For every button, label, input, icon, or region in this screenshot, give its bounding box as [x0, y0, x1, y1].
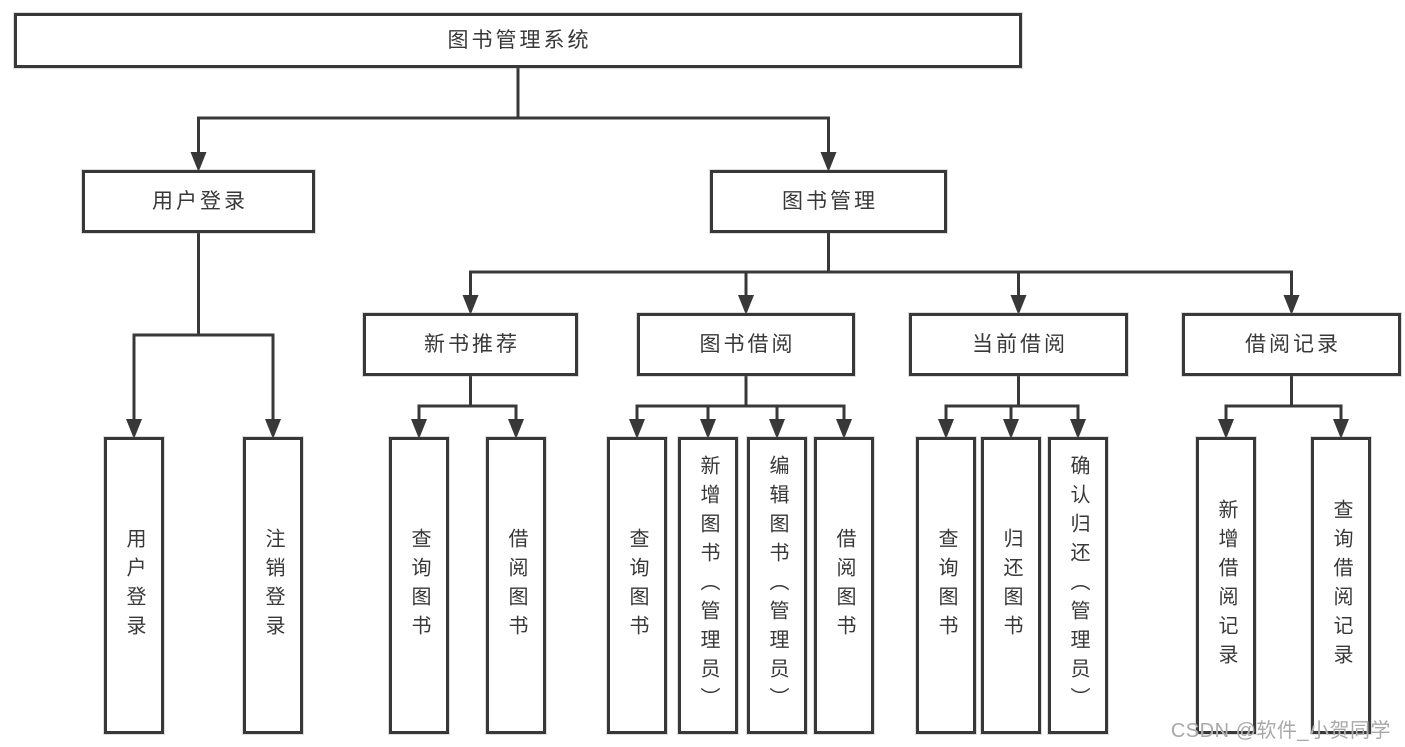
arrowhead-icon — [508, 419, 524, 439]
arrowhead-icon — [1283, 295, 1300, 315]
node-user-login: 用户登录 — [82, 170, 315, 233]
node-book-management: 图书管理 — [710, 170, 947, 233]
node-borrow-books-a: 借阅图书 — [486, 437, 546, 734]
node-return-books-label: 归还图书 — [1000, 527, 1022, 644]
node-query-books-b-label: 查询图书 — [626, 527, 648, 644]
arrowhead-icon — [769, 419, 785, 439]
node-query-borrow-record: 查询借阅记录 — [1311, 437, 1371, 734]
node-new-book-recommend-label: 新书推荐 — [424, 332, 520, 356]
node-query-books-a-label: 查询图书 — [408, 527, 430, 644]
node-book-borrowing-label: 图书借阅 — [699, 332, 796, 356]
node-user-login-label: 用户登录 — [152, 189, 248, 213]
node-query-borrow-record-label: 查询借阅记录 — [1330, 498, 1352, 673]
arrowhead-icon — [1333, 419, 1349, 439]
node-borrowing-records-label: 借阅记录 — [1245, 332, 1341, 356]
arrowhead-icon — [820, 152, 837, 172]
arrowhead-icon — [1010, 295, 1027, 315]
arrowhead-icon — [836, 419, 852, 439]
node-add-borrow-record: 新增借阅记录 — [1196, 437, 1256, 734]
node-system-label: 图书管理系统 — [447, 28, 592, 52]
node-add-books-admin: 新增图书（管理员） — [678, 437, 738, 734]
node-query-books-c-label: 查询图书 — [935, 527, 957, 644]
arrowhead-icon — [1218, 419, 1234, 439]
arrowhead-icon — [1070, 419, 1086, 439]
node-borrow-books-a-label: 借阅图书 — [505, 527, 527, 644]
node-borrow-books-b: 借阅图书 — [814, 437, 874, 734]
arrowhead-icon — [938, 419, 954, 439]
node-logout-leaf-label: 注销登录 — [262, 527, 284, 644]
node-login-leaf: 用户登录 — [104, 437, 164, 734]
node-confirm-return-admin: 确认归还（管理员） — [1048, 437, 1108, 734]
csdn-watermark: CSDN @软件_小贺同学 — [1170, 720, 1391, 742]
arrowhead-icon — [700, 419, 716, 439]
node-confirm-return-admin-label: 确认归还（管理员） — [1067, 455, 1089, 716]
arrowhead-icon — [411, 419, 427, 439]
node-edit-books-admin-label: 编辑图书（管理员） — [766, 455, 788, 716]
node-query-books-b: 查询图书 — [607, 437, 667, 734]
arrowhead-icon — [629, 419, 645, 439]
node-logout-leaf: 注销登录 — [243, 437, 303, 734]
node-query-books-c: 查询图书 — [916, 437, 976, 734]
node-query-books-a: 查询图书 — [389, 437, 449, 734]
node-borrow-books-b-label: 借阅图书 — [833, 527, 855, 644]
node-add-books-admin-label: 新增图书（管理员） — [697, 455, 719, 716]
arrowhead-icon — [126, 419, 142, 439]
node-return-books: 归还图书 — [981, 437, 1041, 734]
node-add-borrow-record-label: 新增借阅记录 — [1215, 498, 1237, 673]
node-current-borrowing-label: 当前借阅 — [972, 332, 1068, 356]
arrowhead-icon — [462, 295, 479, 315]
node-edit-books-admin: 编辑图书（管理员） — [747, 437, 807, 734]
arrowhead-icon — [190, 152, 207, 172]
arrowhead-icon — [1003, 419, 1019, 439]
node-system: 图书管理系统 — [14, 13, 1022, 68]
node-borrowing-records: 借阅记录 — [1182, 313, 1401, 376]
node-book-management-label: 图书管理 — [782, 189, 878, 213]
node-login-leaf-label: 用户登录 — [123, 527, 145, 644]
node-book-borrowing: 图书借阅 — [637, 313, 855, 376]
node-current-borrowing: 当前借阅 — [909, 313, 1128, 376]
arrowhead-icon — [265, 419, 281, 439]
node-new-book-recommend: 新书推荐 — [363, 313, 578, 376]
arrowhead-icon — [738, 295, 754, 315]
